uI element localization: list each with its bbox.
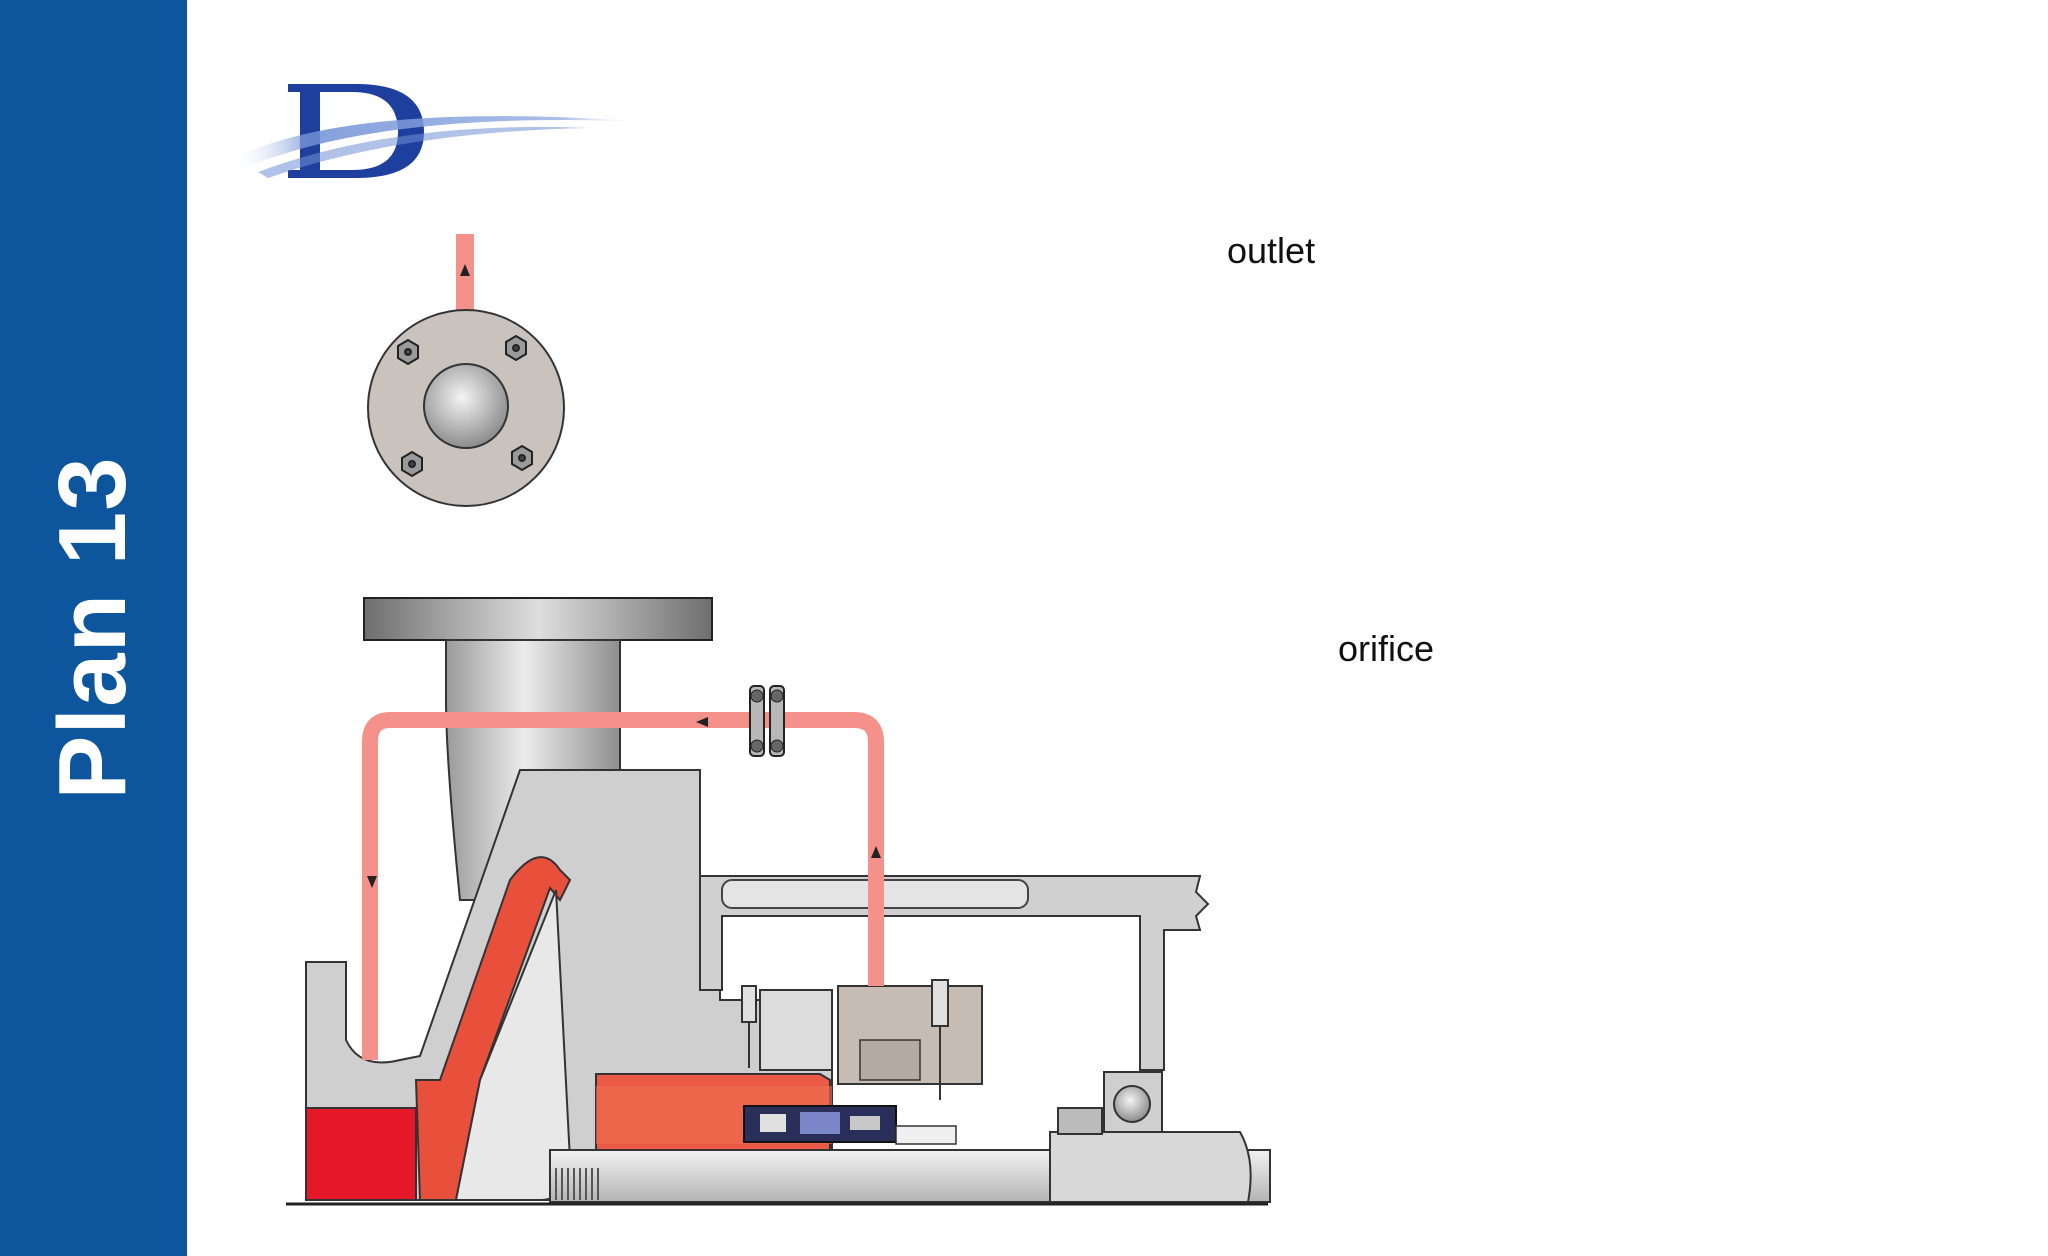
company-logo <box>230 84 648 178</box>
gland-bolt-icon <box>741 979 949 1100</box>
flush-line <box>362 712 884 1060</box>
sidebar: Plan 13 <box>0 0 187 1256</box>
bolt-icon <box>397 334 533 478</box>
orifice-label: orifice <box>1338 628 1435 669</box>
flow-arrow-icon <box>696 717 708 727</box>
flow-arrow-icon <box>367 876 377 888</box>
outlet-flange <box>367 234 565 507</box>
flow-arrow-icon <box>871 846 881 858</box>
pump-cross-section <box>286 597 1271 1206</box>
orifice-plate <box>749 685 785 757</box>
flow-arrow-icon <box>460 264 470 276</box>
process-fluid-zone <box>305 1107 417 1201</box>
impeller <box>414 856 572 1201</box>
discharge-flange <box>363 597 713 641</box>
outlet-label: outlet <box>1227 230 1316 271</box>
bearing-ball <box>1113 1085 1151 1123</box>
